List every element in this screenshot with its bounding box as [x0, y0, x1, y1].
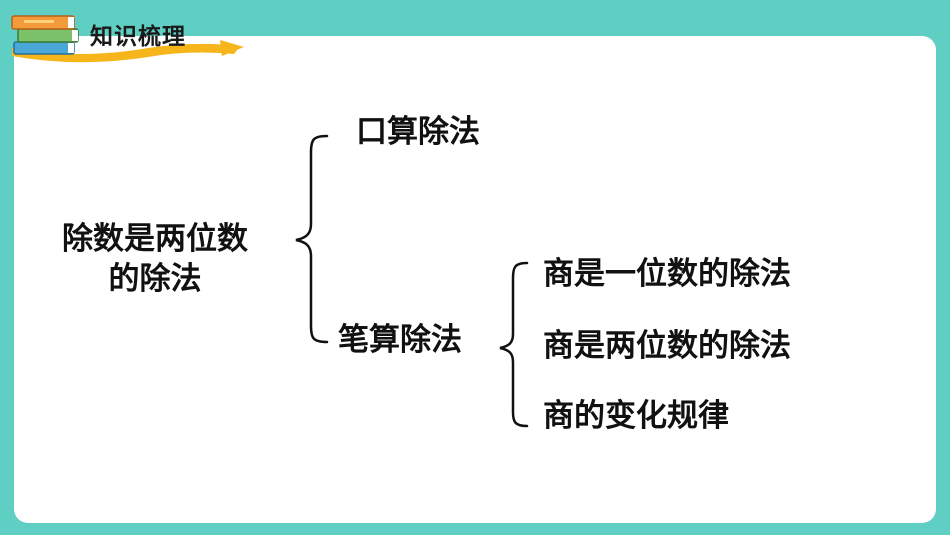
branch-written-division: 笔算除法 — [338, 322, 462, 358]
leaf-quotient-one-digit: 商是一位数的除法 — [543, 256, 791, 292]
section-title: 知识梳理 — [90, 24, 186, 50]
leaf-quotient-change-rule: 商的变化规律 — [543, 398, 729, 434]
written-brace — [499, 261, 529, 428]
root-node: 除数是两位数 的除法 — [30, 219, 280, 300]
root-node-line2: 的除法 — [108, 261, 202, 298]
leaf-quotient-two-digit: 商是两位数的除法 — [543, 328, 791, 364]
root-brace — [295, 134, 329, 344]
content-panel — [14, 36, 936, 523]
root-node-line1: 除数是两位数 — [62, 221, 248, 257]
books-icon — [11, 15, 244, 63]
branch-mental-division: 口算除法 — [356, 114, 480, 150]
